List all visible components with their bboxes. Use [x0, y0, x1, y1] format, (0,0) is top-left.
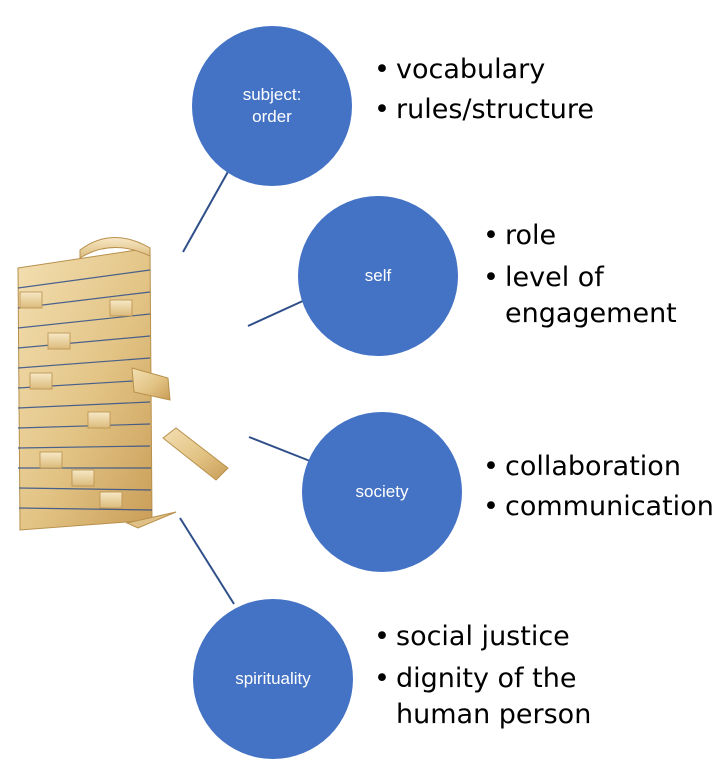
circle-label: society — [355, 482, 409, 501]
circle-society: society — [302, 412, 462, 572]
bullet-list-subject-order: vocabulary rules/structure — [374, 50, 594, 130]
circle-spirituality: spirituality — [193, 599, 353, 759]
circle-subject-order: subject: order — [192, 26, 352, 186]
bullet-item: social justice — [374, 617, 614, 657]
circle-label: self — [364, 266, 392, 285]
bullet-item: level of engagement — [483, 260, 693, 332]
bullet-item: vocabulary — [374, 50, 594, 90]
connector-society — [248, 436, 311, 462]
connector-self — [247, 299, 306, 327]
bullet-list-self: role level of engagement — [483, 216, 693, 332]
bullet-list-society: collaboration communication — [483, 447, 714, 527]
circle-label: spirituality — [235, 669, 311, 688]
bullet-item: dignity of the human person — [374, 661, 614, 733]
circle-self: self — [298, 196, 458, 356]
circle-label-line-1: subject: — [242, 85, 302, 104]
bullet-item: collaboration — [483, 447, 714, 487]
bullet-item: rules/structure — [374, 90, 594, 130]
bullet-item: communication — [483, 487, 714, 527]
circle-label: subject: order — [243, 84, 302, 128]
bullet-list-spirituality: social justice dignity of the human pers… — [374, 617, 614, 733]
connector-spirituality — [179, 517, 235, 605]
bullet-item: role — [483, 216, 693, 256]
circle-label-line-2: order — [252, 107, 292, 126]
jenga-tower-image — [17, 237, 229, 531]
connector-subject-order — [182, 160, 235, 253]
